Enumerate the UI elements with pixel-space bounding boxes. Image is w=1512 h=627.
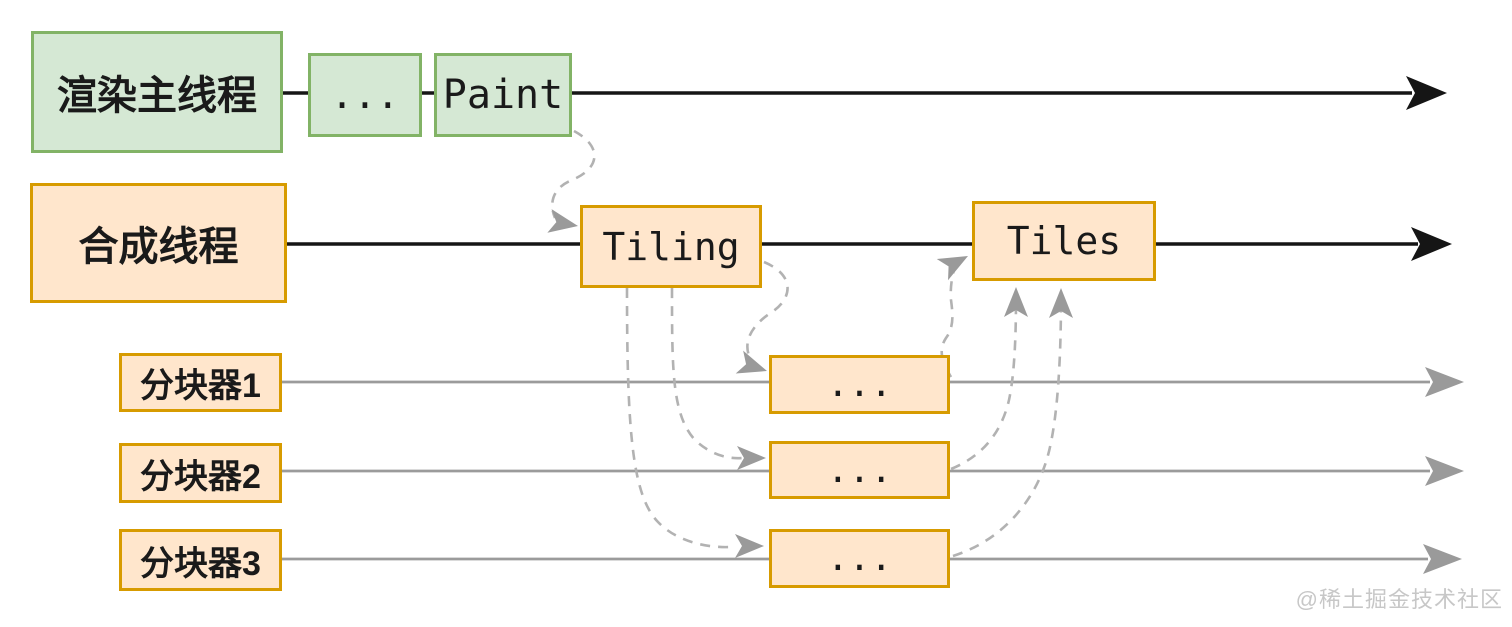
event-box-tiler3-ellipsis: ... (769, 529, 950, 588)
arrow-icon (1425, 367, 1464, 397)
arrow-icon (735, 534, 764, 558)
event-box-main-ellipsis: ... (308, 53, 422, 137)
thread-box-render-main: 渲染主线程 (31, 31, 283, 153)
flow-paint-to-tiling (551, 129, 596, 219)
event-box-paint: Paint (434, 53, 572, 137)
arrow-icon (1049, 288, 1073, 318)
event-box-tiler1-ellipsis: ... (769, 355, 950, 414)
thread-box-compositor: 合成线程 (30, 183, 287, 303)
flow-tiler3-to-tiles (952, 297, 1063, 558)
flow-tiling-to-tiler3 (625, 287, 732, 549)
arrow-icon (1004, 287, 1028, 317)
arrow-icon (1406, 76, 1447, 110)
flow-tiling-to-tiler2 (670, 287, 743, 460)
arrow-icon (1411, 227, 1452, 261)
arrow-icon (1423, 544, 1462, 574)
flow-tiling-to-tiler1 (746, 260, 789, 361)
flow-tiler2-to-tiles (950, 296, 1018, 471)
event-box-tiling: Tiling (580, 205, 762, 288)
arrow-icon (547, 209, 578, 233)
watermark: @稀土掘金技术社区 (1295, 587, 1503, 612)
event-box-tiler2-ellipsis: ... (769, 441, 950, 499)
arrow-icon (737, 446, 766, 470)
arrow-icon (1425, 456, 1464, 486)
arrow-icon (735, 350, 767, 374)
arrow-icon (936, 256, 968, 281)
thread-box-tiler-2: 分块器2 (119, 443, 282, 503)
event-box-tiles: Tiles (972, 201, 1156, 281)
thread-box-tiler-1: 分块器1 (119, 353, 282, 412)
thread-box-tiler-3: 分块器3 (119, 529, 282, 591)
